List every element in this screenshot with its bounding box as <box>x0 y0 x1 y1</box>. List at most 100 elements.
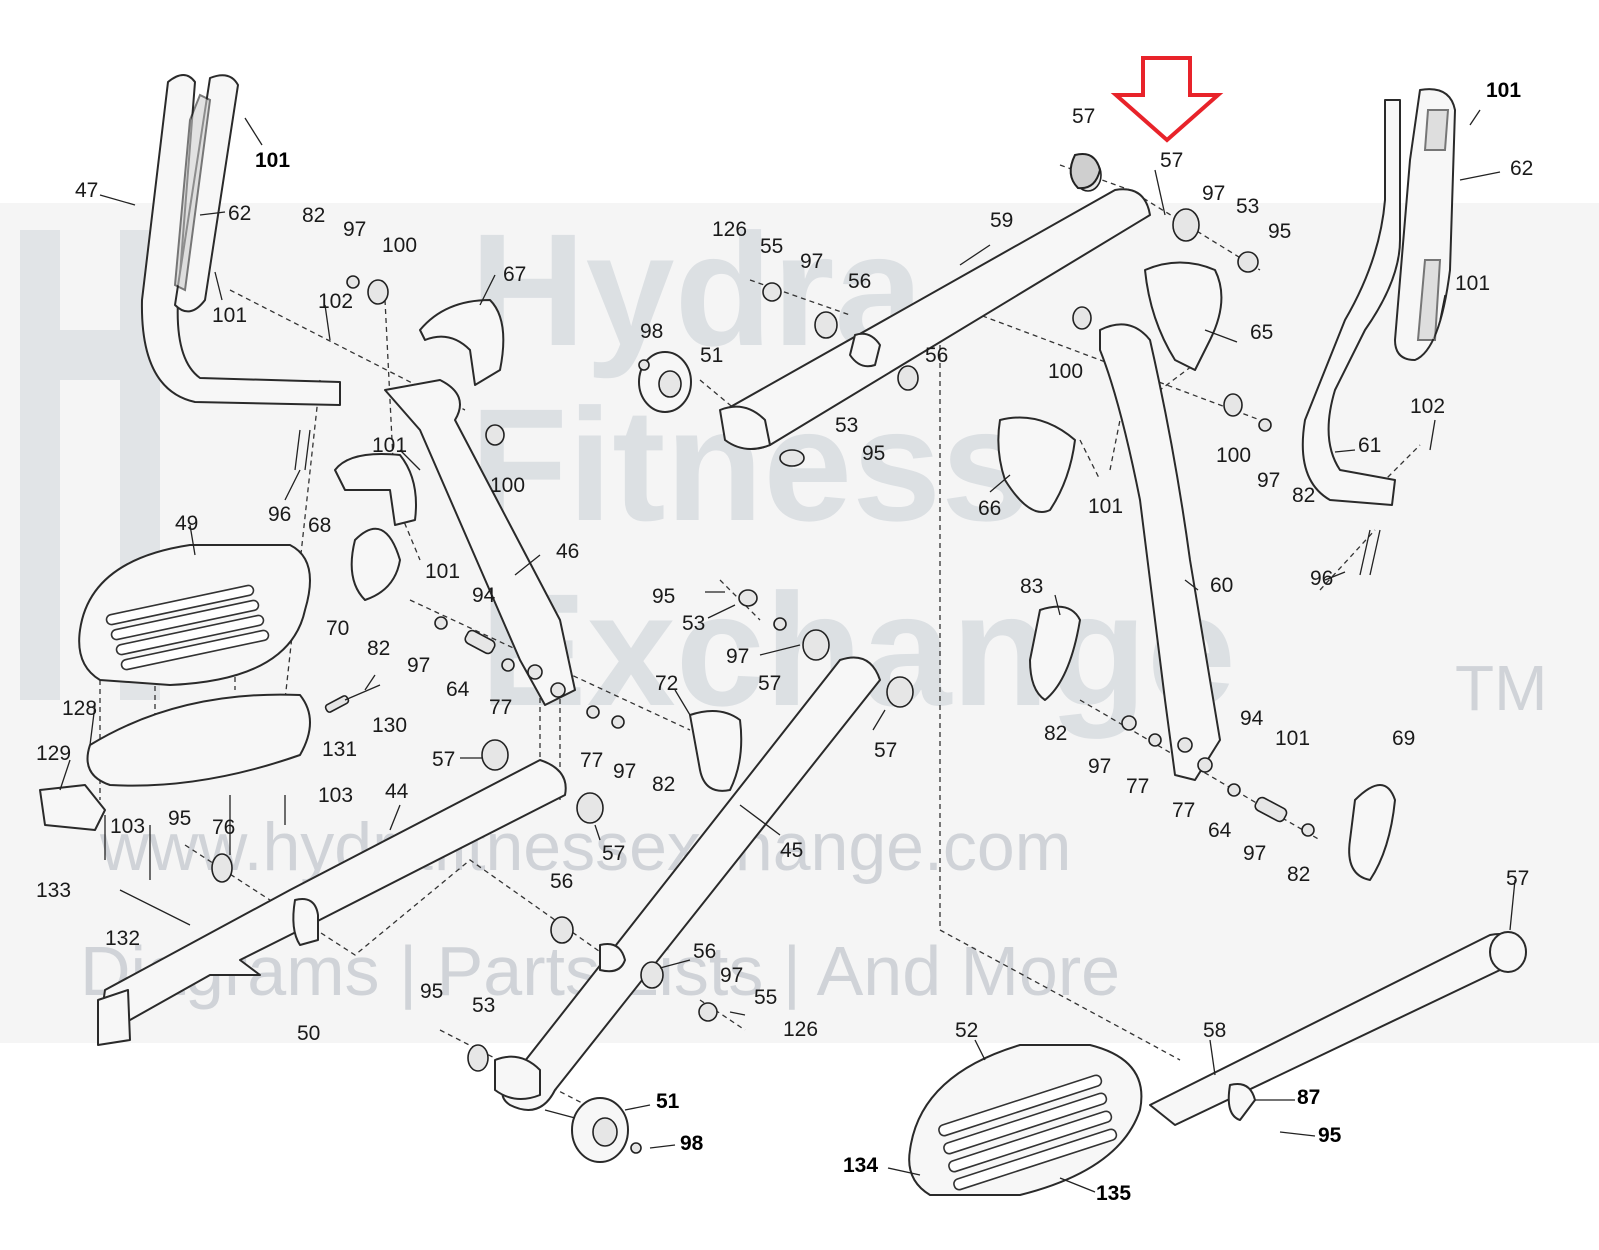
part-label: 96 <box>268 503 291 526</box>
part-label: 101 <box>425 560 460 583</box>
part-label: 131 <box>322 738 357 761</box>
part-label: 61 <box>1358 434 1381 457</box>
part-label: 103 <box>318 784 353 807</box>
part-label: 95 <box>862 442 885 465</box>
part-label: 101 <box>1275 727 1310 750</box>
part-label: 97 <box>720 964 743 987</box>
part-label: 134 <box>843 1154 878 1177</box>
part-label: 95 <box>652 585 675 608</box>
arm-45 <box>494 656 881 1111</box>
part-label: 126 <box>783 1018 818 1041</box>
part-label: 126 <box>712 218 747 241</box>
part-label: 101 <box>1486 79 1521 102</box>
part-label: 100 <box>1216 444 1251 467</box>
part-label: 82 <box>1292 484 1315 507</box>
part-label: 98 <box>640 320 663 343</box>
part-label: 52 <box>955 1019 978 1042</box>
part-label: 56 <box>693 940 716 963</box>
hardware <box>104 153 1381 1154</box>
part-label: 57 <box>1506 867 1529 890</box>
part-label: 101 <box>372 434 407 457</box>
part-label: 65 <box>1250 321 1273 344</box>
part-label: 77 <box>580 749 603 772</box>
part-label: 67 <box>503 263 526 286</box>
part-label: 59 <box>990 209 1013 232</box>
part-label: 103 <box>110 815 145 838</box>
part-label: 97 <box>1257 469 1280 492</box>
part-label: 62 <box>1510 157 1533 180</box>
part-label: 97 <box>343 218 366 241</box>
part-label: 56 <box>848 270 871 293</box>
wheel-51-upper <box>638 351 692 413</box>
part-label: 97 <box>613 760 636 783</box>
part-label: 102 <box>318 290 353 313</box>
down-arrow-icon <box>1110 56 1224 143</box>
part-label: 53 <box>1236 195 1259 218</box>
part-label: 100 <box>382 234 417 257</box>
pedal-left <box>39 544 311 831</box>
handlebar-right <box>1301 88 1456 506</box>
part-label: 129 <box>36 742 71 765</box>
part-label: 50 <box>297 1022 320 1045</box>
part-label: 55 <box>760 235 783 258</box>
arm-60 <box>1099 323 1221 781</box>
part-label: 62 <box>228 202 251 225</box>
part-label: 51 <box>700 344 723 367</box>
part-label: 130 <box>372 714 407 737</box>
part-label: 82 <box>1044 722 1067 745</box>
part-label: 77 <box>1126 775 1149 798</box>
wheel-51-lower <box>544 1097 629 1163</box>
part-label: 96 <box>1310 567 1333 590</box>
part-label: 44 <box>385 780 409 803</box>
part-label: 57 <box>758 672 781 695</box>
part-label: 64 <box>1208 819 1232 842</box>
part-label: 51 <box>656 1090 680 1113</box>
label-leaders <box>59 109 1516 1193</box>
watermark-tm: TM <box>1455 652 1547 724</box>
part-label: 53 <box>472 994 495 1017</box>
part-label: 82 <box>652 773 675 796</box>
part-label: 101 <box>212 304 247 327</box>
part-label: 95 <box>1268 220 1291 243</box>
handlebar-left <box>140 74 341 406</box>
part-label: 100 <box>1048 360 1083 383</box>
part-label: 56 <box>550 870 573 893</box>
part-label: 60 <box>1210 574 1233 597</box>
part-label: 57 <box>602 842 625 865</box>
part-label: 58 <box>1203 1019 1226 1042</box>
part-label: 49 <box>175 512 198 535</box>
part-label: 57 <box>1160 149 1183 172</box>
part-label: 55 <box>754 986 777 1009</box>
part-label: 101 <box>255 149 290 172</box>
part-label: 76 <box>212 816 235 839</box>
part-label: 135 <box>1096 1182 1131 1205</box>
part-label: 45 <box>780 839 803 862</box>
part-label: 83 <box>1020 575 1043 598</box>
part-label: 97 <box>1243 842 1266 865</box>
part-label: 97 <box>800 250 823 273</box>
part-label: 70 <box>326 617 349 640</box>
part-label: 94 <box>472 584 496 607</box>
part-label: 68 <box>308 514 331 537</box>
part-label: 97 <box>1202 182 1225 205</box>
part-label: 98 <box>680 1132 704 1155</box>
part-label: 77 <box>1172 799 1195 822</box>
part-label: 95 <box>168 807 191 830</box>
part-label: 95 <box>420 980 443 1003</box>
part-label: 66 <box>978 497 1001 520</box>
part-label: 53 <box>835 414 858 437</box>
arm-46 <box>384 379 576 706</box>
part-label: 69 <box>1392 727 1415 750</box>
pedal-right <box>908 931 1527 1196</box>
part-label: 97 <box>407 654 430 677</box>
part-label: 57 <box>1072 105 1095 128</box>
part-label: 100 <box>490 474 525 497</box>
part-label: 95 <box>1318 1124 1342 1147</box>
frame-44 <box>97 759 567 1046</box>
part-label: 77 <box>489 696 512 719</box>
part-label: 72 <box>655 672 678 695</box>
part-labels: 47 62 101 101 82 97 100 102 67 101 100 9… <box>36 79 1533 1205</box>
part-label: 87 <box>1297 1086 1320 1109</box>
